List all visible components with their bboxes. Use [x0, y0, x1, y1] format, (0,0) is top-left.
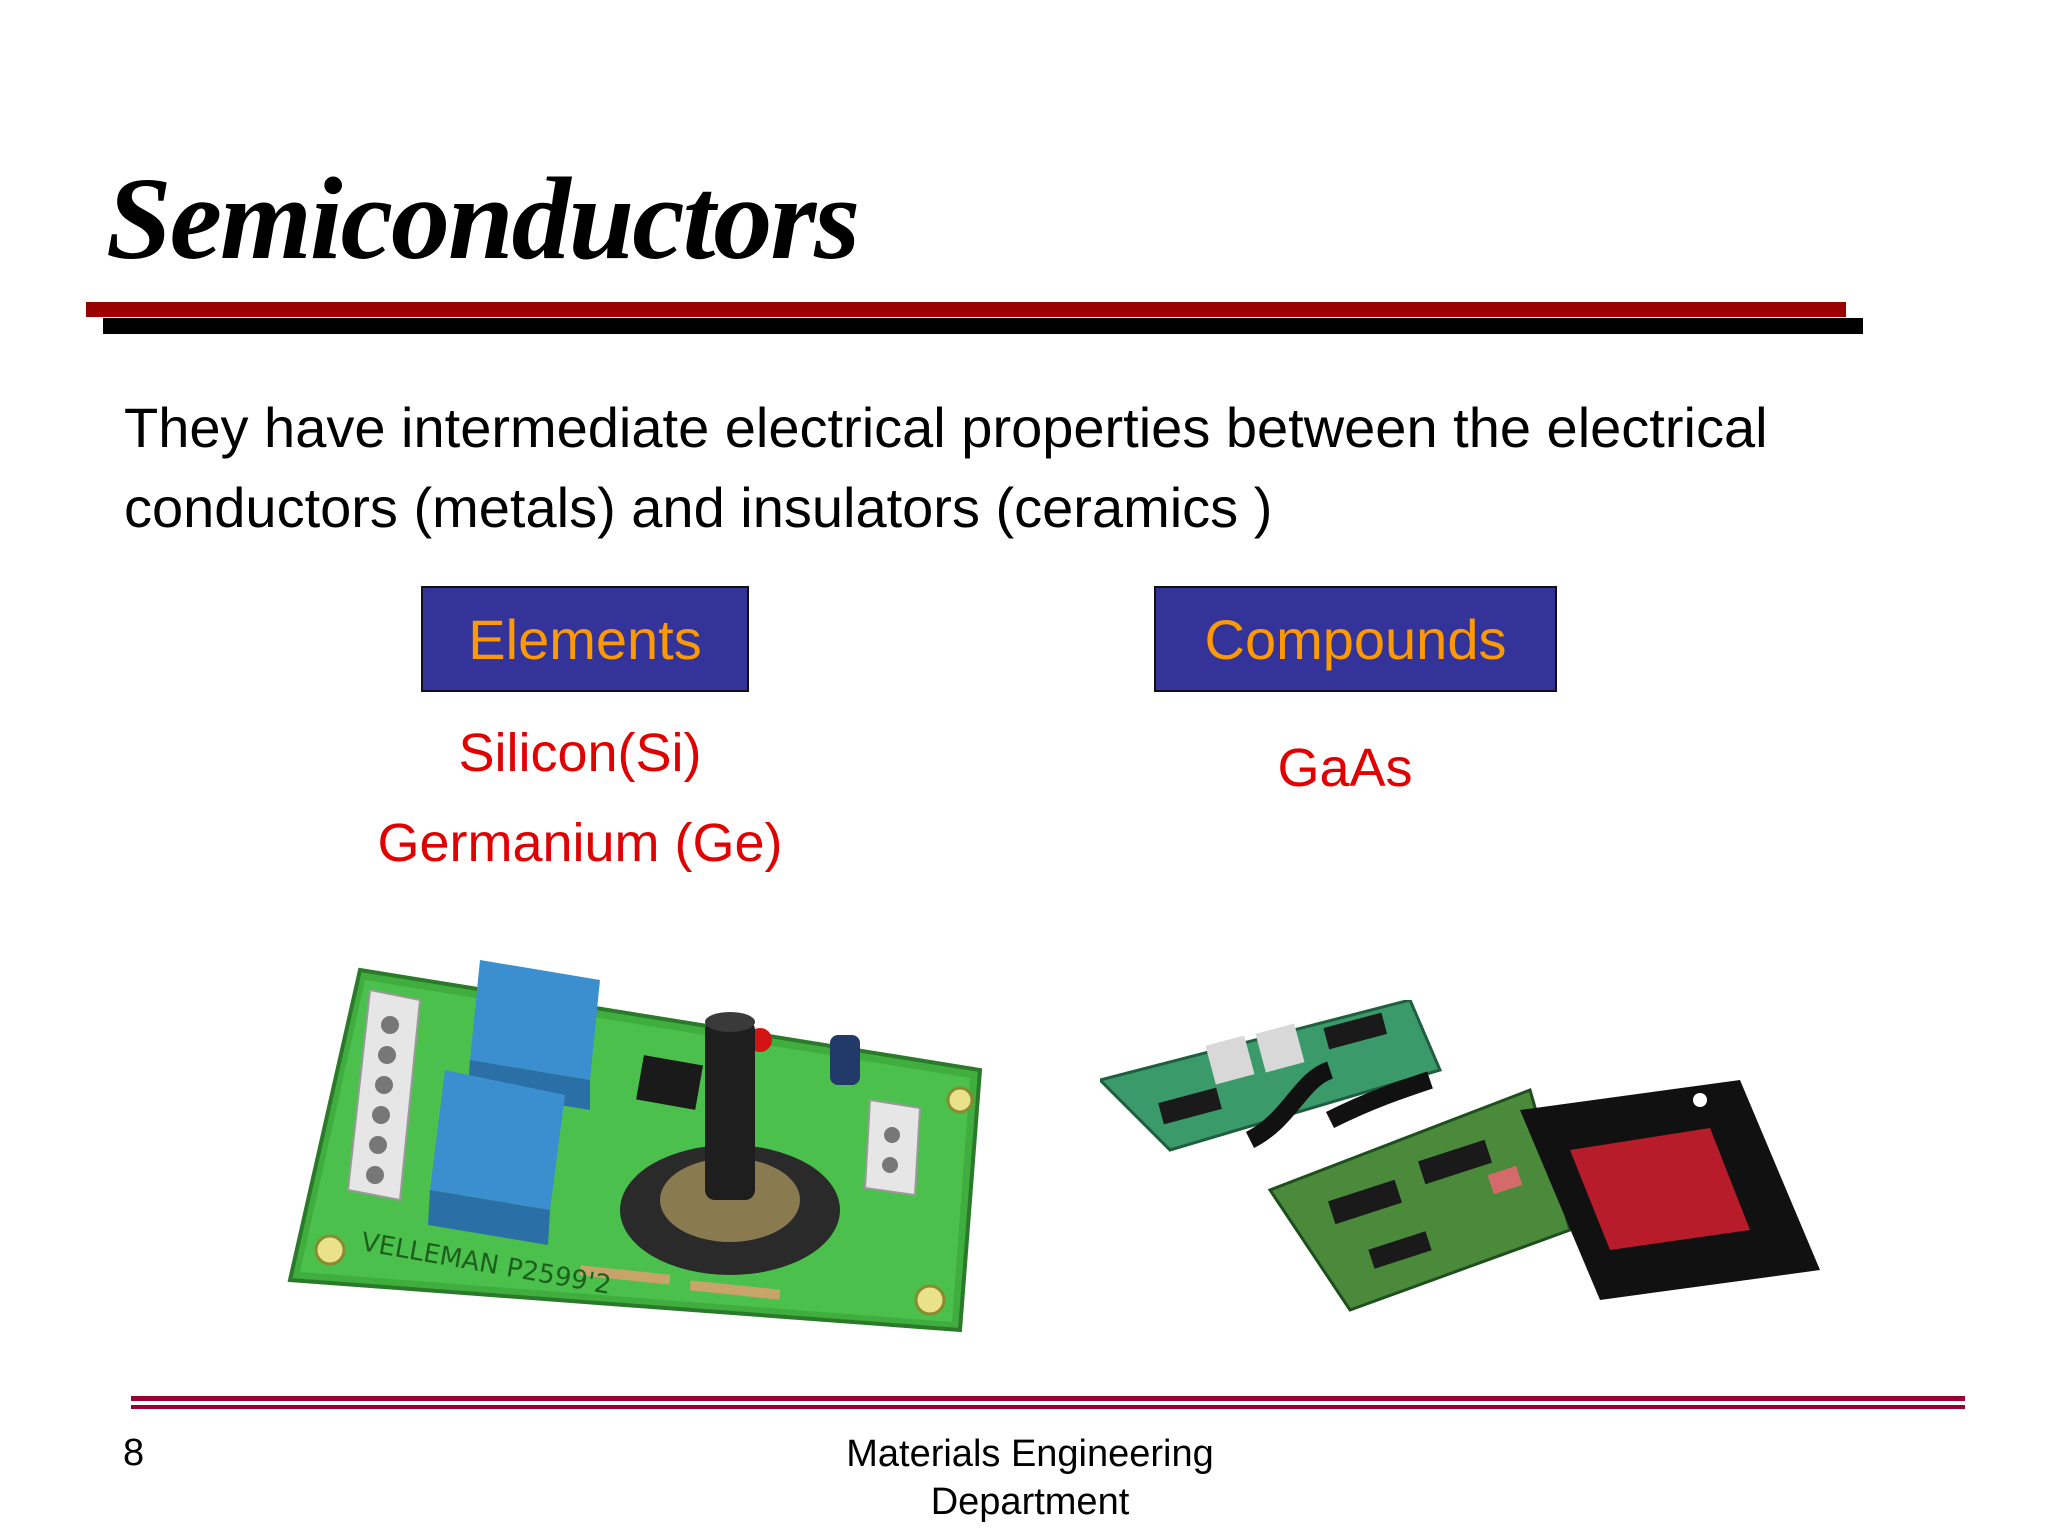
footer-rule-2	[131, 1405, 1965, 1409]
silicon-label: Silicon(Si)	[458, 723, 702, 783]
elements-box: Elements	[421, 586, 749, 692]
circuit-board-image-2	[1100, 1000, 1820, 1312]
footer-rule-1	[131, 1396, 1965, 1401]
title-rule-red	[86, 302, 1846, 317]
footer-department: Materials Engineering Department	[846, 1433, 1214, 1523]
body-text: They have intermediate electrical proper…	[124, 396, 1768, 539]
title-rule-black	[103, 318, 1863, 334]
germanium-label: Germanium (Ge)	[377, 813, 783, 873]
gaas-label: GaAs	[1277, 738, 1413, 798]
page-number: 8	[123, 1432, 145, 1474]
compounds-label: Compounds	[1204, 607, 1507, 671]
slide-title: Semiconductors	[106, 153, 860, 284]
elements-label: Elements	[468, 607, 702, 671]
compounds-box: Compounds	[1154, 586, 1557, 692]
circuit-board-image-1: VELLEMAN P2599'2	[287, 960, 983, 1333]
